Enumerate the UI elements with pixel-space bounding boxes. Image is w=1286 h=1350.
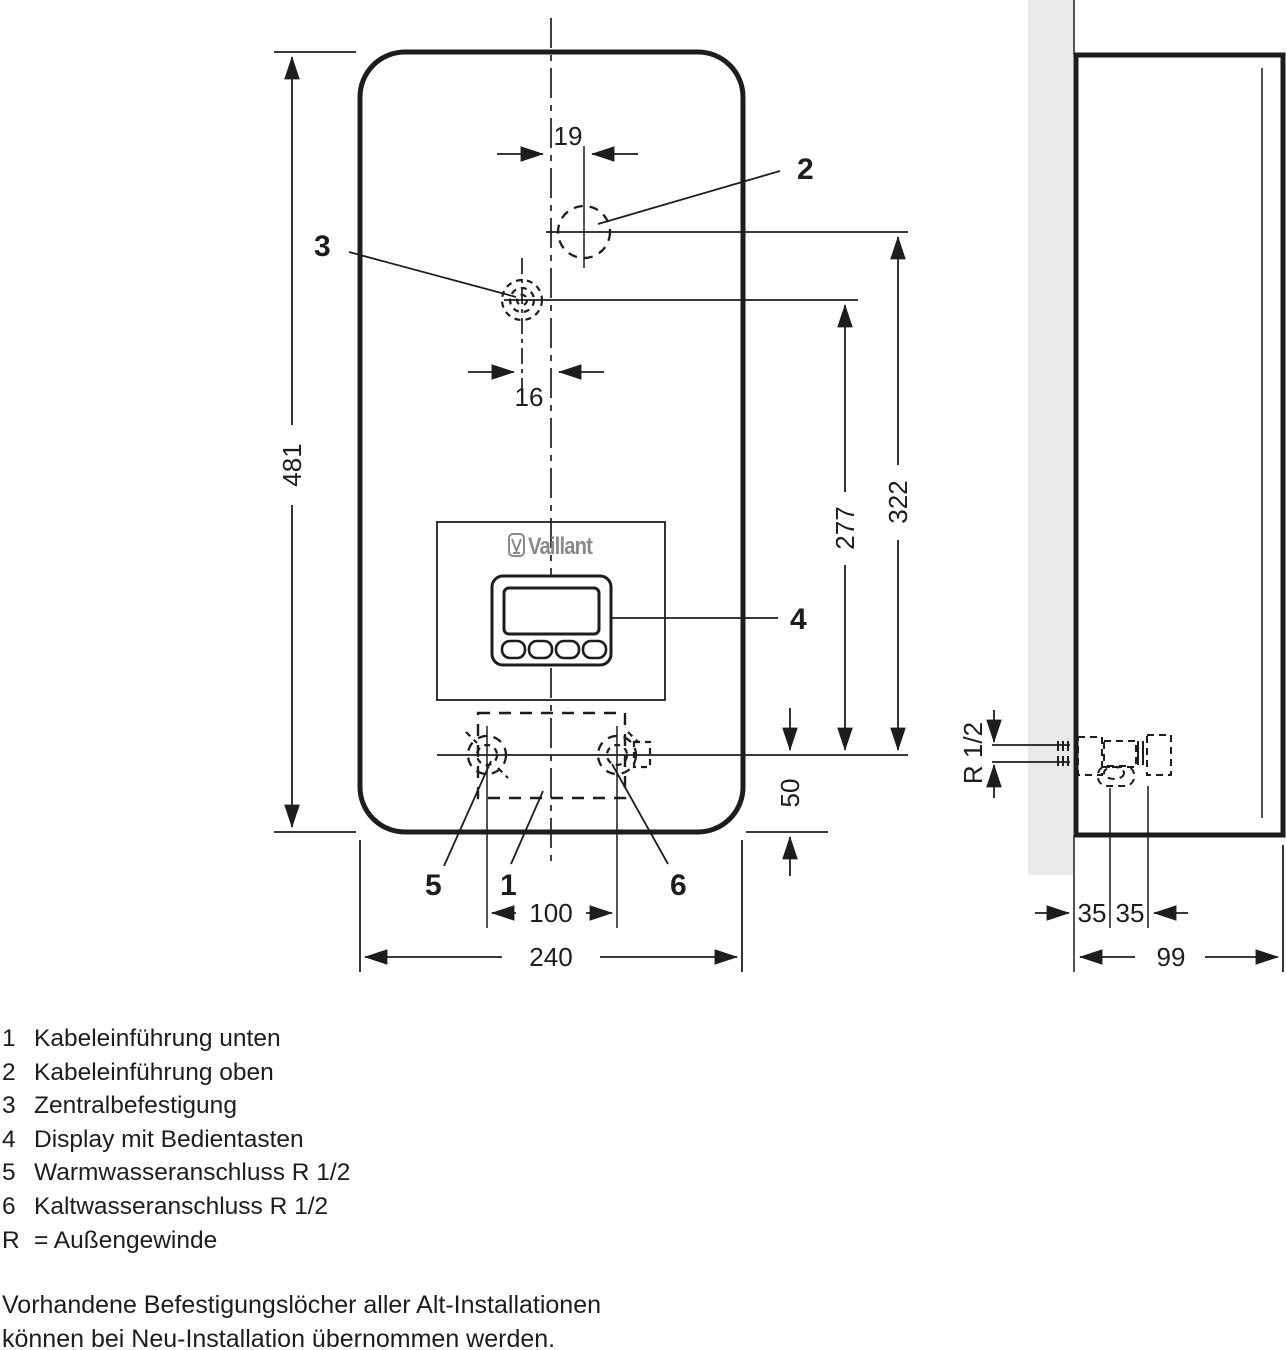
legend-label: = Außengewinde — [34, 1226, 218, 1254]
installation-diagram: 19 16 481 322 277 — [274, 0, 1286, 972]
warm-water-connection — [465, 726, 509, 928]
legend-label: Kabeleinführung oben — [34, 1058, 274, 1086]
wall — [1028, 0, 1073, 875]
display-panel: Vaillant — [436, 521, 666, 701]
dim-277: 277 — [830, 304, 860, 751]
dim-240-value: 240 — [529, 942, 572, 972]
dim-481-value: 481 — [277, 443, 307, 486]
legend-label: Kaltwasseranschluss R 1/2 — [34, 1192, 329, 1220]
legend-label: Zentralbefestigung — [34, 1092, 237, 1120]
dim-99: 99 — [1079, 845, 1284, 972]
dim-100-value: 100 — [529, 898, 572, 928]
brand-logo-text: Vaillant — [528, 533, 593, 560]
note-line-2: können bei Neu-Installation übernommen w… — [2, 1325, 556, 1350]
legend-num: 1 — [2, 1025, 16, 1052]
display-button-2 — [527, 639, 554, 660]
legend-item-4: 4 Display mit Bedientasten — [2, 1123, 350, 1157]
dim-277-value: 277 — [830, 506, 860, 549]
legend-label: Warmwasseranschluss R 1/2 — [34, 1159, 351, 1187]
legend-item-6: 6 Kaltwasseranschluss R 1/2 — [2, 1190, 350, 1224]
dim-50: 50 — [775, 708, 805, 876]
display-button-1 — [500, 639, 527, 660]
legend-num: 4 — [2, 1125, 16, 1153]
legend-label: Kabeleinführung unten — [34, 1025, 281, 1052]
callout-3: 3 — [314, 230, 331, 263]
thread-hatch-left — [1057, 741, 1069, 766]
legend-item-r: R = Außengewinde — [2, 1224, 350, 1258]
dim-35b-value: 35 — [1116, 898, 1145, 928]
legend: 1 Kabeleinführung unten 2 Kabeleinführun… — [2, 1022, 350, 1257]
dim-35-35: 35 35 — [1035, 898, 1188, 928]
callout-1: 1 — [500, 869, 517, 902]
device-side-outline — [1073, 52, 1286, 838]
display-button-3 — [554, 639, 581, 660]
legend-label: Display mit Bedientasten — [34, 1125, 304, 1153]
dim-thread-value: R 1/2 — [958, 722, 988, 784]
display-with-buttons — [490, 574, 613, 667]
callout-6: 6 — [670, 869, 687, 902]
dim-19-value: 19 — [554, 121, 583, 151]
legend-num: 2 — [2, 1058, 16, 1086]
display-button-4 — [581, 639, 608, 660]
callout-leaders — [348, 170, 781, 867]
note-line-1: Vorhandene Befestigungslöcher aller Alt-… — [2, 1291, 602, 1319]
callout-5: 5 — [425, 869, 442, 902]
display-screen — [502, 586, 601, 636]
dim-322: 322 — [883, 236, 913, 751]
dim-322-value: 322 — [883, 480, 913, 523]
legend-item-3: 3 Zentralbefestigung — [2, 1089, 350, 1123]
legend-item-1: 1 Kabeleinführung unten — [2, 1022, 350, 1056]
dim-19: 19 — [497, 121, 638, 162]
legend-num: R — [2, 1226, 20, 1254]
dim-100: 100 — [491, 898, 613, 928]
dim-16: 16 — [468, 364, 604, 412]
legend-num: 3 — [2, 1092, 16, 1120]
dim-16-value: 16 — [515, 382, 544, 412]
dim-99-value: 99 — [1157, 942, 1186, 972]
front-view: 19 16 481 322 277 — [274, 18, 913, 972]
callout-4: 4 — [790, 603, 807, 636]
legend-num: 5 — [2, 1159, 16, 1187]
connection-fittings — [1057, 734, 1172, 928]
dim-35a-value: 35 — [1078, 898, 1107, 928]
callout-2: 2 — [797, 153, 814, 186]
dim-50-value: 50 — [775, 779, 805, 808]
note: Vorhandene Befestigungslöcher aller Alt-… — [2, 1288, 601, 1350]
side-view: R 1/2 35 35 99 — [958, 0, 1286, 972]
dim-481: 481 — [274, 51, 356, 833]
legend-item-5: 5 Warmwasseranschluss R 1/2 — [2, 1156, 350, 1190]
legend-num: 6 — [2, 1192, 16, 1220]
cable-entry-bottom-area — [476, 711, 627, 800]
legend-item-2: 2 Kabeleinführung oben — [2, 1056, 350, 1090]
dim-thread: R 1/2 — [958, 710, 1070, 798]
vaillant-crest-icon — [508, 533, 525, 557]
dim-240: 240 — [359, 840, 743, 972]
cold-water-connection — [596, 726, 652, 928]
thread-hatch-mid — [1137, 741, 1144, 765]
